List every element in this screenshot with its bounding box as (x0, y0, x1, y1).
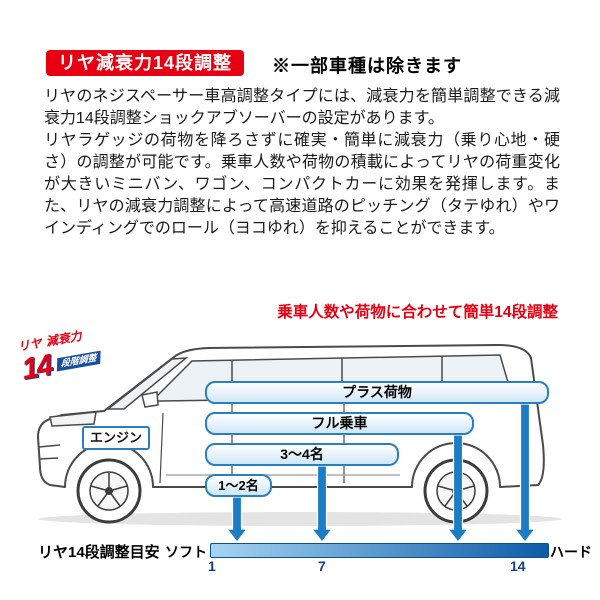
scale-title: リヤ14段調整目安 (38, 544, 160, 561)
front-grille-lines (38, 444, 61, 460)
description-text: リヤのネジスペーサー車高調整タイプには、減衰力を簡単調整できる減衰力14段調整シ… (44, 86, 560, 240)
description-paragraph-1: リヤのネジスペーサー車高調整タイプには、減衰力を簡単調整できる減衰力14段調整シ… (44, 88, 560, 127)
down-arrow-icon (310, 465, 334, 543)
load-bar-1-2-persons: 1〜2名 (205, 474, 272, 497)
down-arrow-icon (513, 403, 537, 543)
scale-soft-label: ソフト (165, 544, 207, 560)
load-bar-3-4-persons: 3〜4名 (205, 443, 399, 466)
side-mirror (141, 391, 159, 408)
description-paragraph-2: リヤラゲッジの荷物を降ろさずに確実・簡単に減衰力（乗り心地・硬さ）の調整が可能で… (44, 132, 560, 237)
down-arrow-icon (446, 434, 470, 543)
scale-tick-7: 7 (318, 558, 326, 574)
load-bar-full-passengers: フル乗車 (205, 412, 474, 435)
ground-shadow (38, 512, 562, 526)
logo-ribbon: 段階調整 (56, 350, 101, 372)
load-bar-label: 3〜4名 (280, 446, 324, 462)
title-badge: リヤ減衰力14段調整 (46, 50, 245, 76)
windshield (105, 357, 189, 410)
headlight (49, 411, 97, 427)
scale-tick-14: 14 (510, 558, 526, 574)
logo-number: 14 (19, 348, 54, 387)
adjustment-scale-bar (210, 543, 549, 558)
load-bar-label: フル乗車 (311, 415, 368, 431)
load-bar-label: プラス荷物 (342, 384, 412, 400)
engine-label: エンジン (82, 426, 150, 450)
title-note: ※一部車種は除きます (272, 56, 462, 76)
scale-tick-1: 1 (208, 558, 216, 574)
load-bar-label: 1〜2名 (218, 478, 259, 493)
front-wheel (76, 458, 142, 524)
load-bar-plus-luggage: プラス荷物 (205, 381, 549, 404)
scale-hard-label: ハード (550, 544, 592, 560)
diagram-caption: 乗車人数や荷物に合わせて簡単14段調整 (277, 304, 558, 321)
down-arrow-icon (225, 496, 249, 543)
